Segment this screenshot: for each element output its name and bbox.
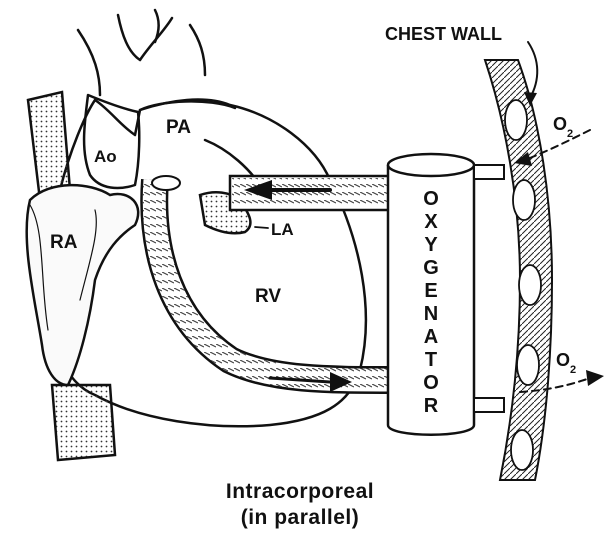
right-atrium bbox=[27, 185, 139, 385]
oxy-letter: O bbox=[423, 188, 439, 210]
chest-wall-pointer bbox=[524, 42, 537, 106]
ao-label: Ao bbox=[94, 147, 117, 166]
oxy-letter: T bbox=[425, 349, 437, 371]
o2-in-subscript: 2 bbox=[567, 128, 573, 140]
la-leader-line bbox=[255, 227, 268, 228]
rv-label: RV bbox=[255, 286, 281, 307]
oxy-letter: Y bbox=[424, 234, 438, 256]
o2-out-label: O 2 bbox=[556, 350, 576, 376]
o2-out-symbol: O bbox=[556, 350, 570, 370]
la-label: LA bbox=[271, 220, 294, 239]
pa-label: PA bbox=[166, 117, 191, 138]
oxy-letter: E bbox=[424, 280, 437, 302]
caption-line-2: (in parallel) bbox=[150, 506, 450, 530]
ra-label: RA bbox=[50, 232, 78, 253]
oxy-letter: A bbox=[424, 326, 438, 348]
oxy-letter: G bbox=[423, 257, 439, 279]
inflow-cannula bbox=[230, 176, 392, 210]
great-vessels bbox=[78, 10, 205, 95]
o2-out-subscript: 2 bbox=[570, 364, 576, 376]
aorta bbox=[84, 95, 139, 188]
chest-wall bbox=[485, 60, 552, 480]
oxy-letter: X bbox=[424, 211, 438, 233]
oxy-letter: R bbox=[424, 395, 439, 417]
caption-line-1: Intracorporeal bbox=[150, 480, 450, 504]
oxygenator: O X Y G E N A T O R bbox=[388, 154, 474, 435]
oxygenator-label: O X Y G E N A T O R bbox=[423, 188, 439, 417]
chest-wall-label: CHEST WALL bbox=[385, 24, 502, 44]
oxy-letter: O bbox=[423, 372, 439, 394]
o2-in-label: O 2 bbox=[553, 114, 573, 140]
wall-connectors bbox=[474, 165, 504, 412]
o2-in-symbol: O bbox=[553, 114, 567, 134]
oxy-letter: N bbox=[424, 303, 438, 325]
